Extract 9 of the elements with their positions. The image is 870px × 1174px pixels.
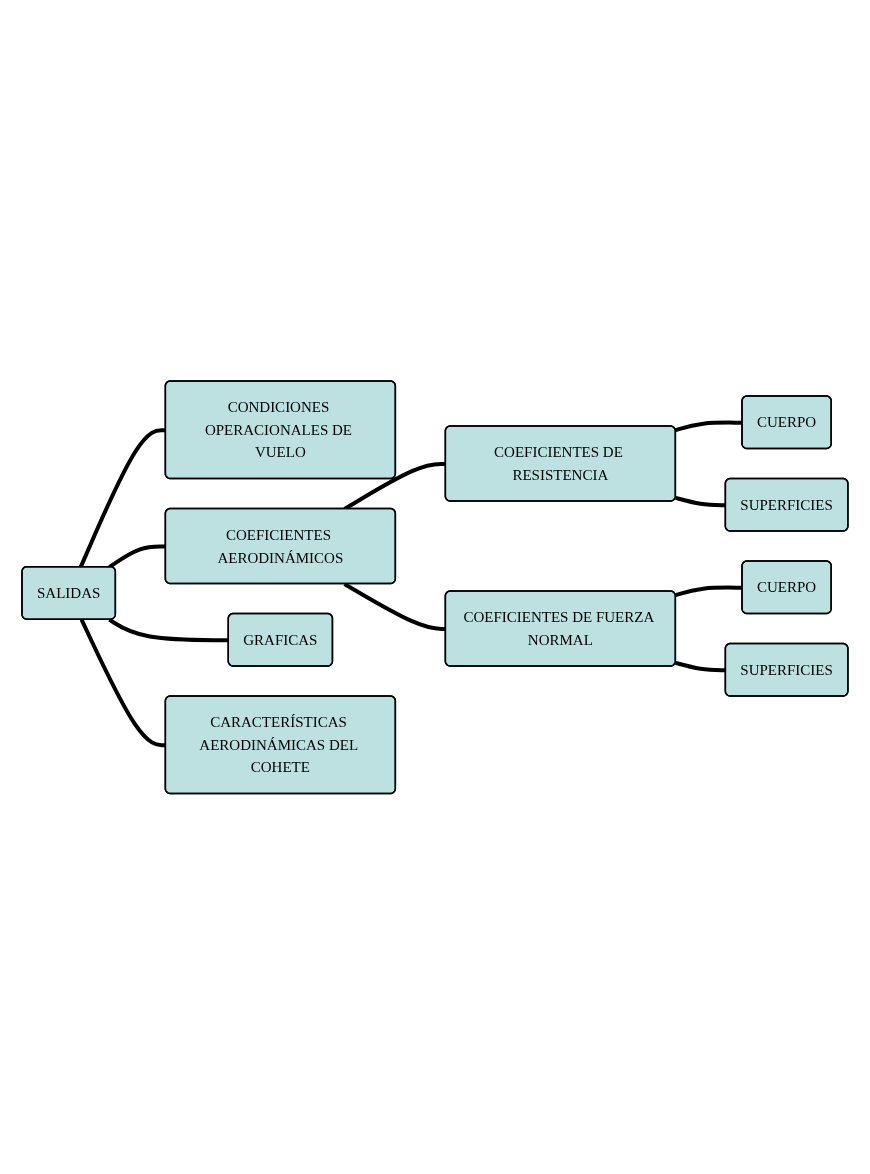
connector: [78, 427, 166, 568]
connector: [675, 420, 743, 432]
connector: [343, 582, 446, 631]
connector: [675, 660, 726, 672]
connector: [79, 618, 166, 747]
connector: [108, 544, 166, 569]
connector: [108, 617, 229, 642]
connector: [675, 495, 726, 507]
connector: [675, 585, 743, 597]
